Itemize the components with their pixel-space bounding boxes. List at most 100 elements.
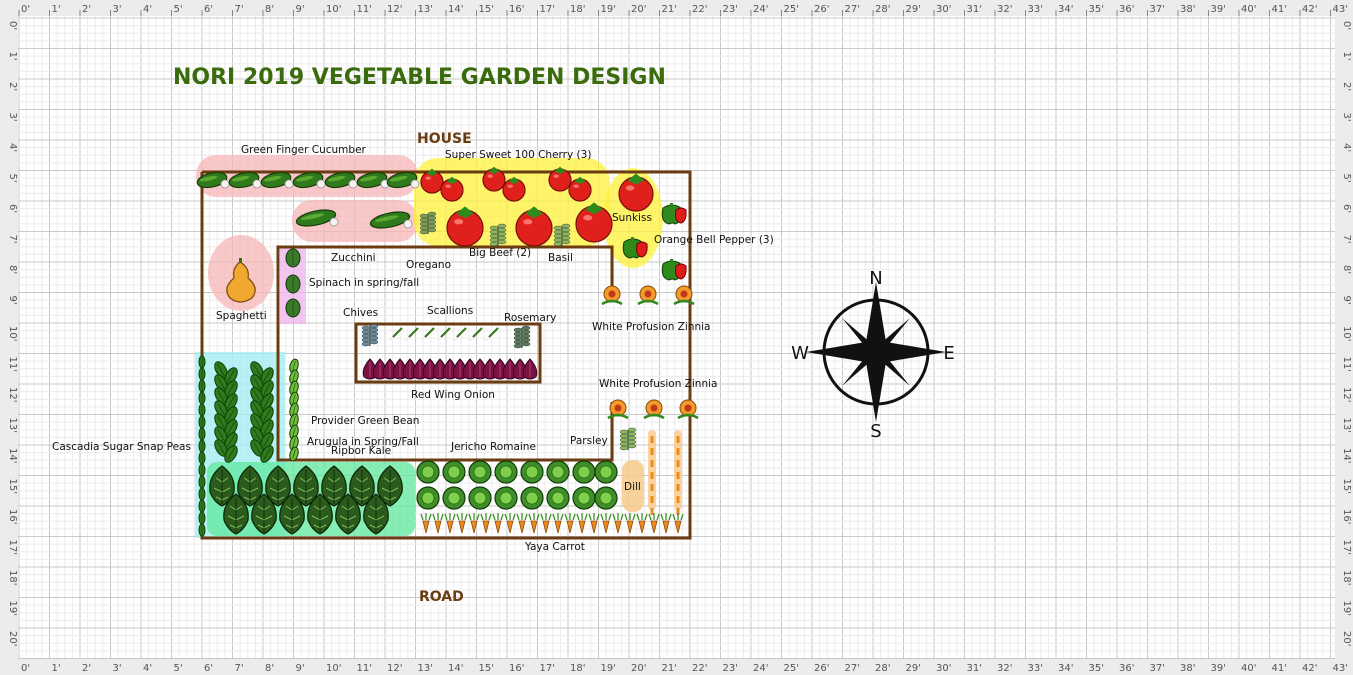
scallion-icon — [388, 327, 403, 342]
ruler-label-left: 9' — [7, 296, 18, 305]
cucumber-icon — [196, 171, 230, 189]
leaf-icon — [198, 379, 206, 393]
leaf-icon — [214, 387, 228, 405]
leaf-icon — [285, 248, 301, 268]
carrot-icon — [516, 513, 528, 534]
leaf-icon — [250, 413, 264, 431]
ruler-label-bottom: 20' — [631, 663, 646, 674]
carrot-icon — [576, 513, 588, 534]
ruler-label-top: 13' — [418, 4, 433, 15]
ruler-label-right: 2' — [1341, 82, 1352, 91]
tomato-icon — [548, 166, 572, 192]
romaine-icon — [416, 460, 440, 484]
label-basil: Basil — [548, 252, 573, 264]
house-marker: HOUSE — [417, 131, 472, 147]
carrot-icon — [456, 513, 468, 534]
carrot-row-icon — [648, 430, 656, 515]
road-marker: ROAD — [419, 589, 464, 605]
ruler-label-right: 17' — [1341, 540, 1352, 555]
carrot-icon — [480, 513, 492, 534]
ruler-label-bottom: 14' — [448, 663, 463, 674]
ruler-label-top: 39' — [1211, 4, 1226, 15]
ruler-label-bottom: 34' — [1058, 663, 1073, 674]
carrot-icon — [432, 513, 444, 534]
kale-icon — [279, 493, 305, 535]
ruler-label-top: 36' — [1119, 4, 1134, 15]
leaf-icon — [198, 415, 206, 429]
compass-rose: N S E W — [791, 268, 955, 442]
label-red-wing-onion: Red Wing Onion — [411, 389, 495, 401]
leaf-icon — [285, 274, 301, 294]
ruler-label-left: 7' — [7, 235, 18, 244]
ruler-label-left: 8' — [7, 265, 18, 274]
kale-icon — [251, 493, 277, 535]
leaf-icon — [289, 369, 299, 385]
ruler-label-bottom: 30' — [936, 663, 951, 674]
ruler-label-right: 11' — [1341, 357, 1352, 372]
compass-point-e — [876, 342, 946, 362]
ruler-label-top: 20' — [631, 4, 646, 15]
compass-w: W — [791, 343, 809, 364]
ruler-label-left: 15' — [7, 479, 18, 494]
ruler-label-right: 13' — [1341, 418, 1352, 433]
cucumber-icon — [228, 171, 262, 189]
ruler-label-right: 19' — [1341, 601, 1352, 616]
squash-icon — [226, 258, 256, 303]
ruler-label-top: 4' — [143, 4, 152, 15]
ruler-label-left: 10' — [7, 326, 18, 341]
ruler-label-bottom: 8' — [265, 663, 274, 674]
ruler-label-bottom: 16' — [509, 663, 524, 674]
label-green-finger-cucumber: Green Finger Cucumber — [241, 144, 367, 156]
ruler-label-bottom: 3' — [113, 663, 122, 674]
romaine-icon — [572, 486, 596, 510]
scallion-icon — [404, 327, 419, 342]
ruler-label-bottom: 33' — [1028, 663, 1043, 674]
ruler-label-top: 12' — [387, 4, 402, 15]
ruler-label-left: 12' — [7, 387, 18, 402]
ruler-label-bottom: 19' — [601, 663, 616, 674]
romaine-icon — [572, 460, 596, 484]
label-jericho-romaine: Jericho Romaine — [450, 441, 536, 453]
kale-icon — [293, 465, 319, 507]
ruler-label-bottom: 39' — [1211, 663, 1226, 674]
ruler-label-top: 43' — [1333, 4, 1348, 15]
ruler-label-bottom: 27' — [845, 663, 860, 674]
romaine-icon — [594, 460, 618, 484]
label-arugula: Arugula in Spring/Fall — [307, 436, 419, 448]
ruler-label-left: 14' — [7, 448, 18, 463]
herb-icon — [419, 211, 437, 235]
leaf-icon — [260, 380, 274, 398]
ruler-label-bottom: 38' — [1180, 663, 1195, 674]
compass-point-se — [876, 352, 910, 386]
ruler-label-bottom: 7' — [235, 663, 244, 674]
ruler-label-right: 7' — [1341, 235, 1352, 244]
ruler-label-top: 25' — [784, 4, 799, 15]
label-zucchini: Zucchini — [331, 252, 376, 264]
carrot-icon — [564, 513, 576, 534]
romaine-icon — [520, 460, 544, 484]
herb-icon — [513, 325, 531, 349]
leaf-icon — [224, 445, 238, 463]
plant-labels: Green Finger Cucumber Super Sweet 100 Ch… — [52, 144, 774, 553]
kale-icon — [209, 465, 235, 507]
zinnia-icon — [673, 285, 695, 306]
label-parsley: Parsley — [570, 435, 608, 447]
ruler-label-top: 23' — [723, 4, 738, 15]
leaf-icon — [260, 432, 274, 450]
ruler-label-left: 13' — [7, 418, 18, 433]
romaine-icon — [494, 486, 518, 510]
ruler-label-left: 1' — [7, 52, 18, 61]
compass-n: N — [869, 268, 882, 289]
leaf-icon — [250, 426, 264, 444]
romaine-icon — [546, 460, 570, 484]
romaine-icon — [442, 486, 466, 510]
tomato-icon — [420, 168, 444, 194]
ruler-label-right: 18' — [1341, 570, 1352, 585]
leaf-icon — [260, 406, 274, 424]
ruler-label-bottom: 41' — [1272, 663, 1287, 674]
ruler-label-right: 12' — [1341, 387, 1352, 402]
compass-point-sw — [842, 352, 876, 386]
ruler-label-left: 20' — [7, 631, 18, 646]
kale-icon — [307, 493, 333, 535]
